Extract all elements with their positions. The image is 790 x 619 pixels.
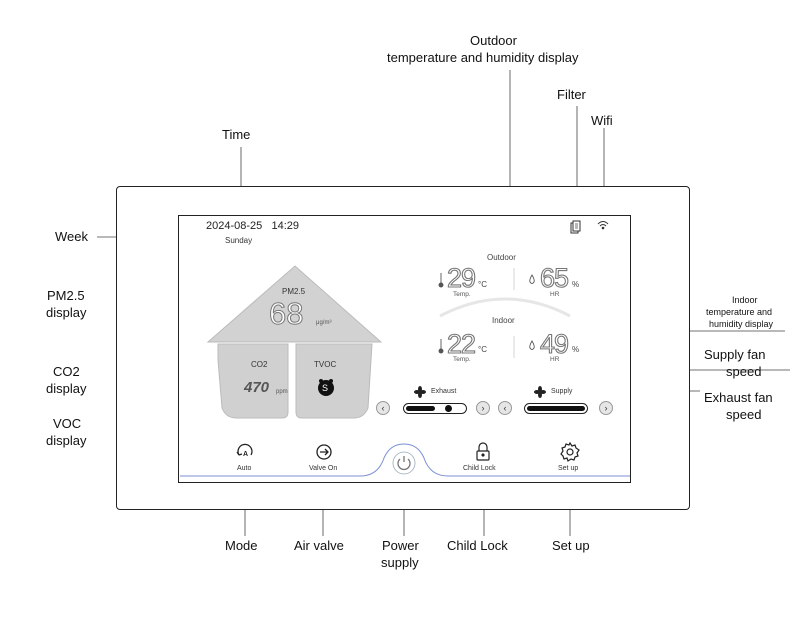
callout-set-up: Set up xyxy=(552,538,590,553)
setup-button-label: Set up xyxy=(558,465,579,472)
mode-auto-icon xyxy=(236,443,253,456)
mode-button[interactable] xyxy=(233,442,257,464)
exhaust-increase-button[interactable]: › xyxy=(476,401,490,415)
lock-icon xyxy=(476,442,490,461)
outdoor-title: Outdoor xyxy=(487,253,516,262)
callout-pm25-a: PM2.5 xyxy=(47,288,85,303)
chevron-left-icon: ‹ xyxy=(503,403,507,413)
indoor-title: Indoor xyxy=(492,316,515,325)
valve-icon xyxy=(316,444,332,460)
callout-indoor-a: Indoor xyxy=(732,295,758,305)
time-text: 14:29 xyxy=(271,220,299,232)
svg-text:A: A xyxy=(243,451,248,458)
fan-icon xyxy=(414,386,546,398)
callout-week: Week xyxy=(55,229,88,244)
power-glow-curve xyxy=(180,443,630,477)
callout-voc-b: display xyxy=(46,433,87,448)
callout-voc-a: VOC xyxy=(53,416,82,431)
exhaust-speed-slider[interactable] xyxy=(403,403,467,414)
tvoc-badge xyxy=(318,379,334,396)
callout-exhaust-b: speed xyxy=(726,407,762,422)
indoor-arc xyxy=(439,297,571,318)
wifi-icon xyxy=(597,221,609,230)
tvoc-label: TVOC xyxy=(314,360,337,369)
supply-label: Supply xyxy=(551,388,573,395)
co2-unit: ppm xyxy=(276,389,288,395)
child-lock-button-label: Child Lock xyxy=(463,465,496,472)
tvoc-value: S xyxy=(322,383,329,393)
valve-button[interactable] xyxy=(312,442,336,464)
callout-power-b: supply xyxy=(381,555,419,570)
co2-value: 470 xyxy=(244,379,270,396)
outdoor-hum-label: HR xyxy=(550,291,560,298)
filter-icon xyxy=(570,220,581,234)
gear-icon xyxy=(560,441,580,462)
callout-child-lock: Child Lock xyxy=(447,538,508,553)
indoor-hum-unit: % xyxy=(572,345,580,354)
chevron-left-icon: ‹ xyxy=(381,403,385,413)
exhaust-speed-knob[interactable] xyxy=(445,405,452,412)
date-text: 2024-08-25 xyxy=(206,220,263,232)
callout-co2-b: display xyxy=(46,381,87,396)
house-roof-pm25 xyxy=(206,265,383,343)
callout-air-valve: Air valve xyxy=(294,538,344,553)
co2-label: CO2 xyxy=(251,360,268,369)
chevron-right-icon: › xyxy=(604,403,608,413)
callout-outdoor: Outdoor xyxy=(470,33,517,48)
callout-mode: Mode xyxy=(225,538,258,553)
supply-speed-fill xyxy=(527,406,585,411)
pm25-value: 68 xyxy=(268,296,304,332)
outdoor-hum-value: 65 xyxy=(539,262,569,293)
setup-button[interactable] xyxy=(558,442,582,464)
callout-filter: Filter xyxy=(557,87,586,102)
exhaust-speed-fill xyxy=(406,406,435,411)
pm25-unit: μg/m³ xyxy=(316,320,332,326)
indoor-hum-label: HR xyxy=(550,356,560,363)
supply-increase-button[interactable]: › xyxy=(599,401,613,415)
power-icon xyxy=(392,451,416,475)
outdoor-temp-unit: °C xyxy=(478,280,487,289)
house-tvoc-panel xyxy=(295,343,373,419)
datetime: 2024-08-25 14:29 xyxy=(206,220,299,232)
callout-indoor-b: temperature and xyxy=(706,307,773,317)
thermometer-icon xyxy=(438,273,444,354)
indoor-temp-value: 22 xyxy=(446,328,476,359)
house-co2-panel xyxy=(217,343,289,419)
power-button[interactable] xyxy=(391,450,417,476)
callout-co2-a: CO2 xyxy=(53,364,80,379)
callout-supply-a: Supply fan xyxy=(704,347,766,362)
callout-indoor-c: humidity display xyxy=(709,319,774,329)
weekday-text: Sunday xyxy=(225,236,253,245)
indoor-temp-label: Temp. xyxy=(453,356,471,363)
callout-outdoor-sub: temperature and humidity display xyxy=(387,50,579,65)
outdoor-hum-unit: % xyxy=(572,280,580,289)
supply-speed-slider[interactable] xyxy=(524,403,588,414)
indoor-hum-value: 49 xyxy=(539,328,569,359)
exhaust-label: Exhaust xyxy=(431,388,457,395)
callout-power-a: Power xyxy=(382,538,419,553)
callout-supply-b: speed xyxy=(726,364,762,379)
outdoor-temp-label: Temp. xyxy=(453,291,471,298)
indoor-temp-unit: °C xyxy=(478,345,487,354)
mode-button-label: Auto xyxy=(237,465,252,472)
callout-pm25-b: display xyxy=(46,305,87,320)
child-lock-button[interactable] xyxy=(471,442,495,464)
supply-decrease-button[interactable]: ‹ xyxy=(498,401,512,415)
callout-wifi: Wifi xyxy=(591,113,613,128)
droplet-icon xyxy=(529,274,535,350)
callout-time: Time xyxy=(222,127,251,142)
chevron-right-icon: › xyxy=(481,403,485,413)
outdoor-temp-value: 29 xyxy=(446,262,476,293)
valve-button-label: Valve On xyxy=(309,465,338,472)
exhaust-decrease-button[interactable]: ‹ xyxy=(376,401,390,415)
callout-exhaust-a: Exhaust fan xyxy=(704,390,773,405)
pm25-label: PM2.5 xyxy=(282,287,306,296)
